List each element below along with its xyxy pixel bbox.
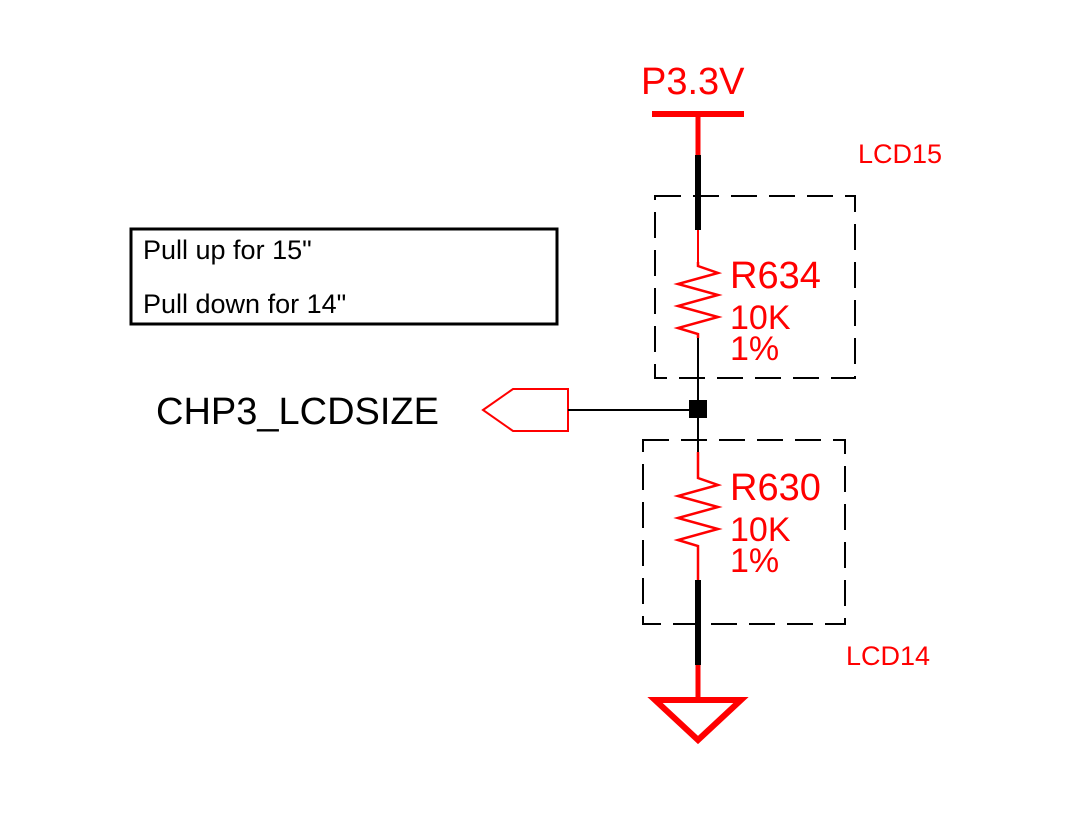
resistor-r634-zigzag-icon [673, 262, 723, 338]
resistor-r630-designator: R630 [730, 467, 821, 509]
resistor-r630-zigzag-icon [673, 452, 723, 580]
note-box-frame [129, 227, 559, 326]
variant-box-lcd15 [654, 195, 856, 379]
note-line-1: Pull up for 15" [143, 235, 312, 265]
net-port: CHP3_LCDSIZE [156, 388, 698, 433]
net-label-text: CHP3_LCDSIZE [156, 391, 439, 433]
ground-symbol [647, 665, 749, 745]
variant-box-lcd14 [642, 439, 846, 625]
note-line-2: Pull down for 14" [143, 289, 346, 319]
resistor-r634-value: 10K [730, 299, 791, 337]
power-symbol: P3.3V [641, 61, 745, 155]
power-label: P3.3V [641, 61, 745, 103]
resistor-r634-tolerance: 1% [730, 330, 779, 368]
ground-triangle-icon [647, 697, 749, 745]
note-box: Pull up for 15" Pull down for 14" [129, 227, 559, 326]
variant-label-lcd14: LCD14 [846, 641, 930, 671]
net-port-arrow-icon [481, 388, 569, 432]
resistor-r634: R634 10K 1% [673, 255, 821, 368]
resistor-r630: R630 10K 1% [673, 452, 821, 580]
resistor-r630-value: 10K [730, 511, 791, 549]
variant-label-lcd15: LCD15 [858, 139, 942, 169]
resistor-r634-designator: R634 [730, 255, 821, 297]
resistor-r630-tolerance: 1% [730, 542, 779, 580]
